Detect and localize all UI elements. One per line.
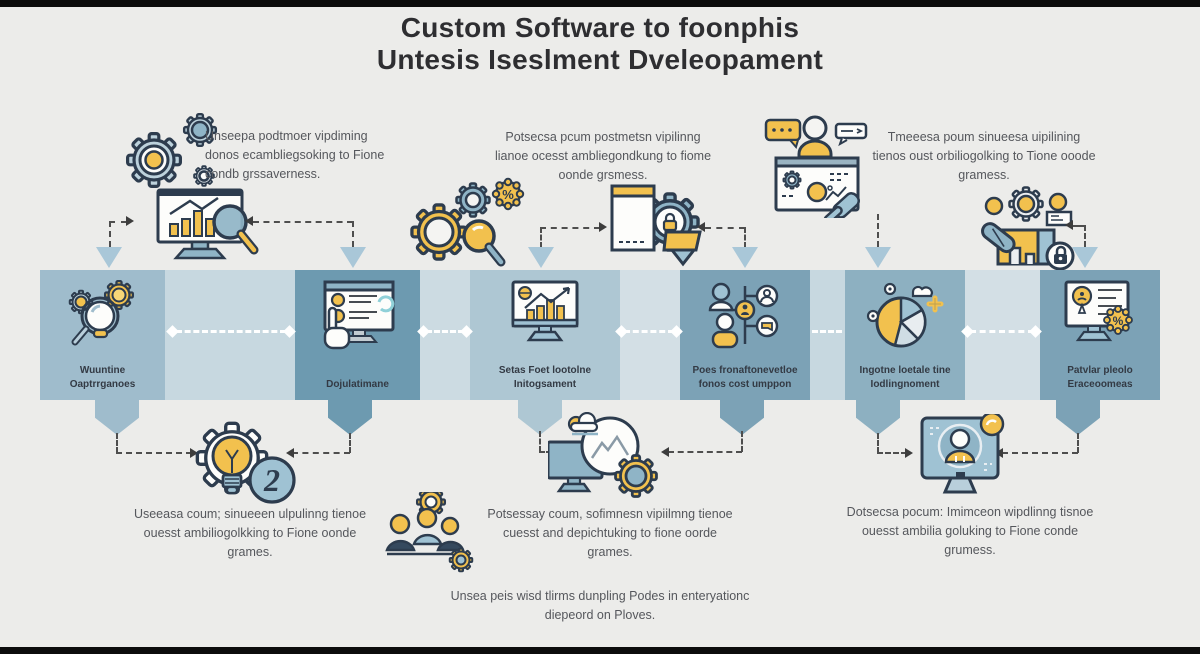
- bottom-border-bar: [0, 647, 1200, 654]
- footer-caption: Unsea peis wisd tlirms dunpling Podes in…: [450, 589, 750, 622]
- flow-triangle: [732, 247, 758, 268]
- process-step-2: Dojulatimane: [295, 270, 420, 400]
- dashed-arrow: [668, 451, 742, 453]
- page-title: Custom Software to foonphis Untesis Ises…: [0, 12, 1200, 77]
- idea-bulb-icon: 2: [192, 420, 296, 509]
- dashed-arrow: [1077, 433, 1079, 453]
- dashed-arrow: [539, 431, 541, 452]
- band-connector: [165, 270, 295, 400]
- dashed-arrow: [116, 452, 192, 454]
- title-line-1: Custom Software to foonphis: [400, 12, 800, 43]
- arrowhead: [126, 216, 134, 226]
- support-avatar-icon: [920, 414, 1005, 494]
- step-tab: [720, 399, 764, 435]
- dashed-arrow: [877, 433, 879, 453]
- flow-triangle: [865, 247, 891, 268]
- note-top-left: Unseepa podtmoer vipdiming donos ecambli…: [205, 129, 385, 181]
- connector-dash: [426, 330, 464, 333]
- arrowhead: [286, 448, 294, 458]
- dashed-arrow: [705, 227, 745, 229]
- note-bottom-right: Dotsecsa pocum: Imimceon wipdlinng tisno…: [846, 505, 1094, 557]
- selection-icon: [323, 280, 394, 350]
- dashed-arrow: [352, 221, 354, 247]
- band-connector: [965, 270, 1040, 400]
- step-tab: [856, 399, 900, 435]
- step-tab: [328, 399, 372, 435]
- connector-dash: [176, 330, 286, 333]
- arrowhead: [1065, 220, 1073, 230]
- team-network-icon: [708, 282, 779, 349]
- flow-triangle: [528, 247, 554, 268]
- note-bottom-middle: Potsessay coum, sofimnesn vipiilmng tien…: [487, 507, 733, 559]
- band-connector: [620, 270, 680, 400]
- gears-icon: [115, 106, 224, 196]
- note-bottom-left: Useeasa coum; sinueeen ulpulinng tienoe …: [133, 507, 367, 559]
- growth-monitor-icon: [511, 280, 579, 342]
- flow-triangle: [340, 247, 366, 268]
- gear-search-discount-icon: %: [405, 176, 525, 270]
- step-tab: [1056, 399, 1100, 435]
- flow-triangle: [1072, 247, 1098, 268]
- dashed-arrow: [540, 227, 600, 229]
- arrowhead: [905, 448, 913, 458]
- factory-team-lock-icon: [981, 186, 1075, 271]
- arrowhead: [245, 216, 253, 226]
- dashed-arrow: [877, 452, 907, 454]
- dashed-arrow: [741, 431, 743, 452]
- cloud-deploy-icon: [548, 412, 666, 507]
- dashed-arrow: [1084, 225, 1086, 247]
- dashed-arrow: [109, 221, 127, 223]
- dashed-arrow: [292, 452, 350, 454]
- dashed-arrow: [109, 221, 111, 247]
- connector-dash: [624, 330, 674, 333]
- title-line-2: Untesis Iseslment Dveleopament: [376, 44, 824, 76]
- report-discount-icon: %: [1064, 280, 1133, 342]
- pie-chart-icon: [866, 282, 944, 348]
- top-border-bar: [0, 0, 1200, 7]
- presenter-whiteboard-icon: [764, 115, 868, 218]
- dashed-arrow: [1002, 452, 1078, 454]
- analytics-monitor-icon: [156, 188, 259, 260]
- secure-document-icon: [610, 180, 712, 267]
- percent-badge: %: [491, 177, 525, 211]
- arrowhead: [190, 448, 198, 458]
- note-top-middle: Potsecsa pcum postmetsn vipilinng lianoe…: [494, 130, 712, 182]
- percent-badge: %: [1103, 305, 1133, 335]
- note-top-right: Tmeeesa poum sinueesa uipilining tienos …: [872, 130, 1096, 182]
- arrowhead: [697, 222, 705, 232]
- svg-text:%: %: [1113, 314, 1124, 328]
- arrowhead: [599, 222, 607, 232]
- arrowhead: [661, 447, 669, 457]
- band-connector: [420, 270, 470, 400]
- dashed-arrow: [877, 214, 879, 247]
- connector-dash: [812, 330, 842, 333]
- step-label: Dojulatimane: [326, 378, 389, 390]
- svg-text:2: 2: [263, 462, 280, 498]
- discovery-icon: [64, 280, 140, 346]
- band-connector: [810, 270, 845, 400]
- svg-text:%: %: [502, 187, 514, 202]
- dashed-arrow: [540, 227, 542, 248]
- dev-team-icon: [385, 492, 475, 576]
- dashed-arrow: [744, 227, 746, 248]
- flow-triangle: [96, 247, 122, 268]
- dashed-arrow: [253, 221, 353, 223]
- dashed-arrow: [349, 433, 351, 453]
- dashed-arrow: [1073, 225, 1085, 227]
- connector-dash: [970, 330, 1034, 333]
- step-tab: [95, 399, 139, 435]
- dashed-arrow: [116, 433, 118, 453]
